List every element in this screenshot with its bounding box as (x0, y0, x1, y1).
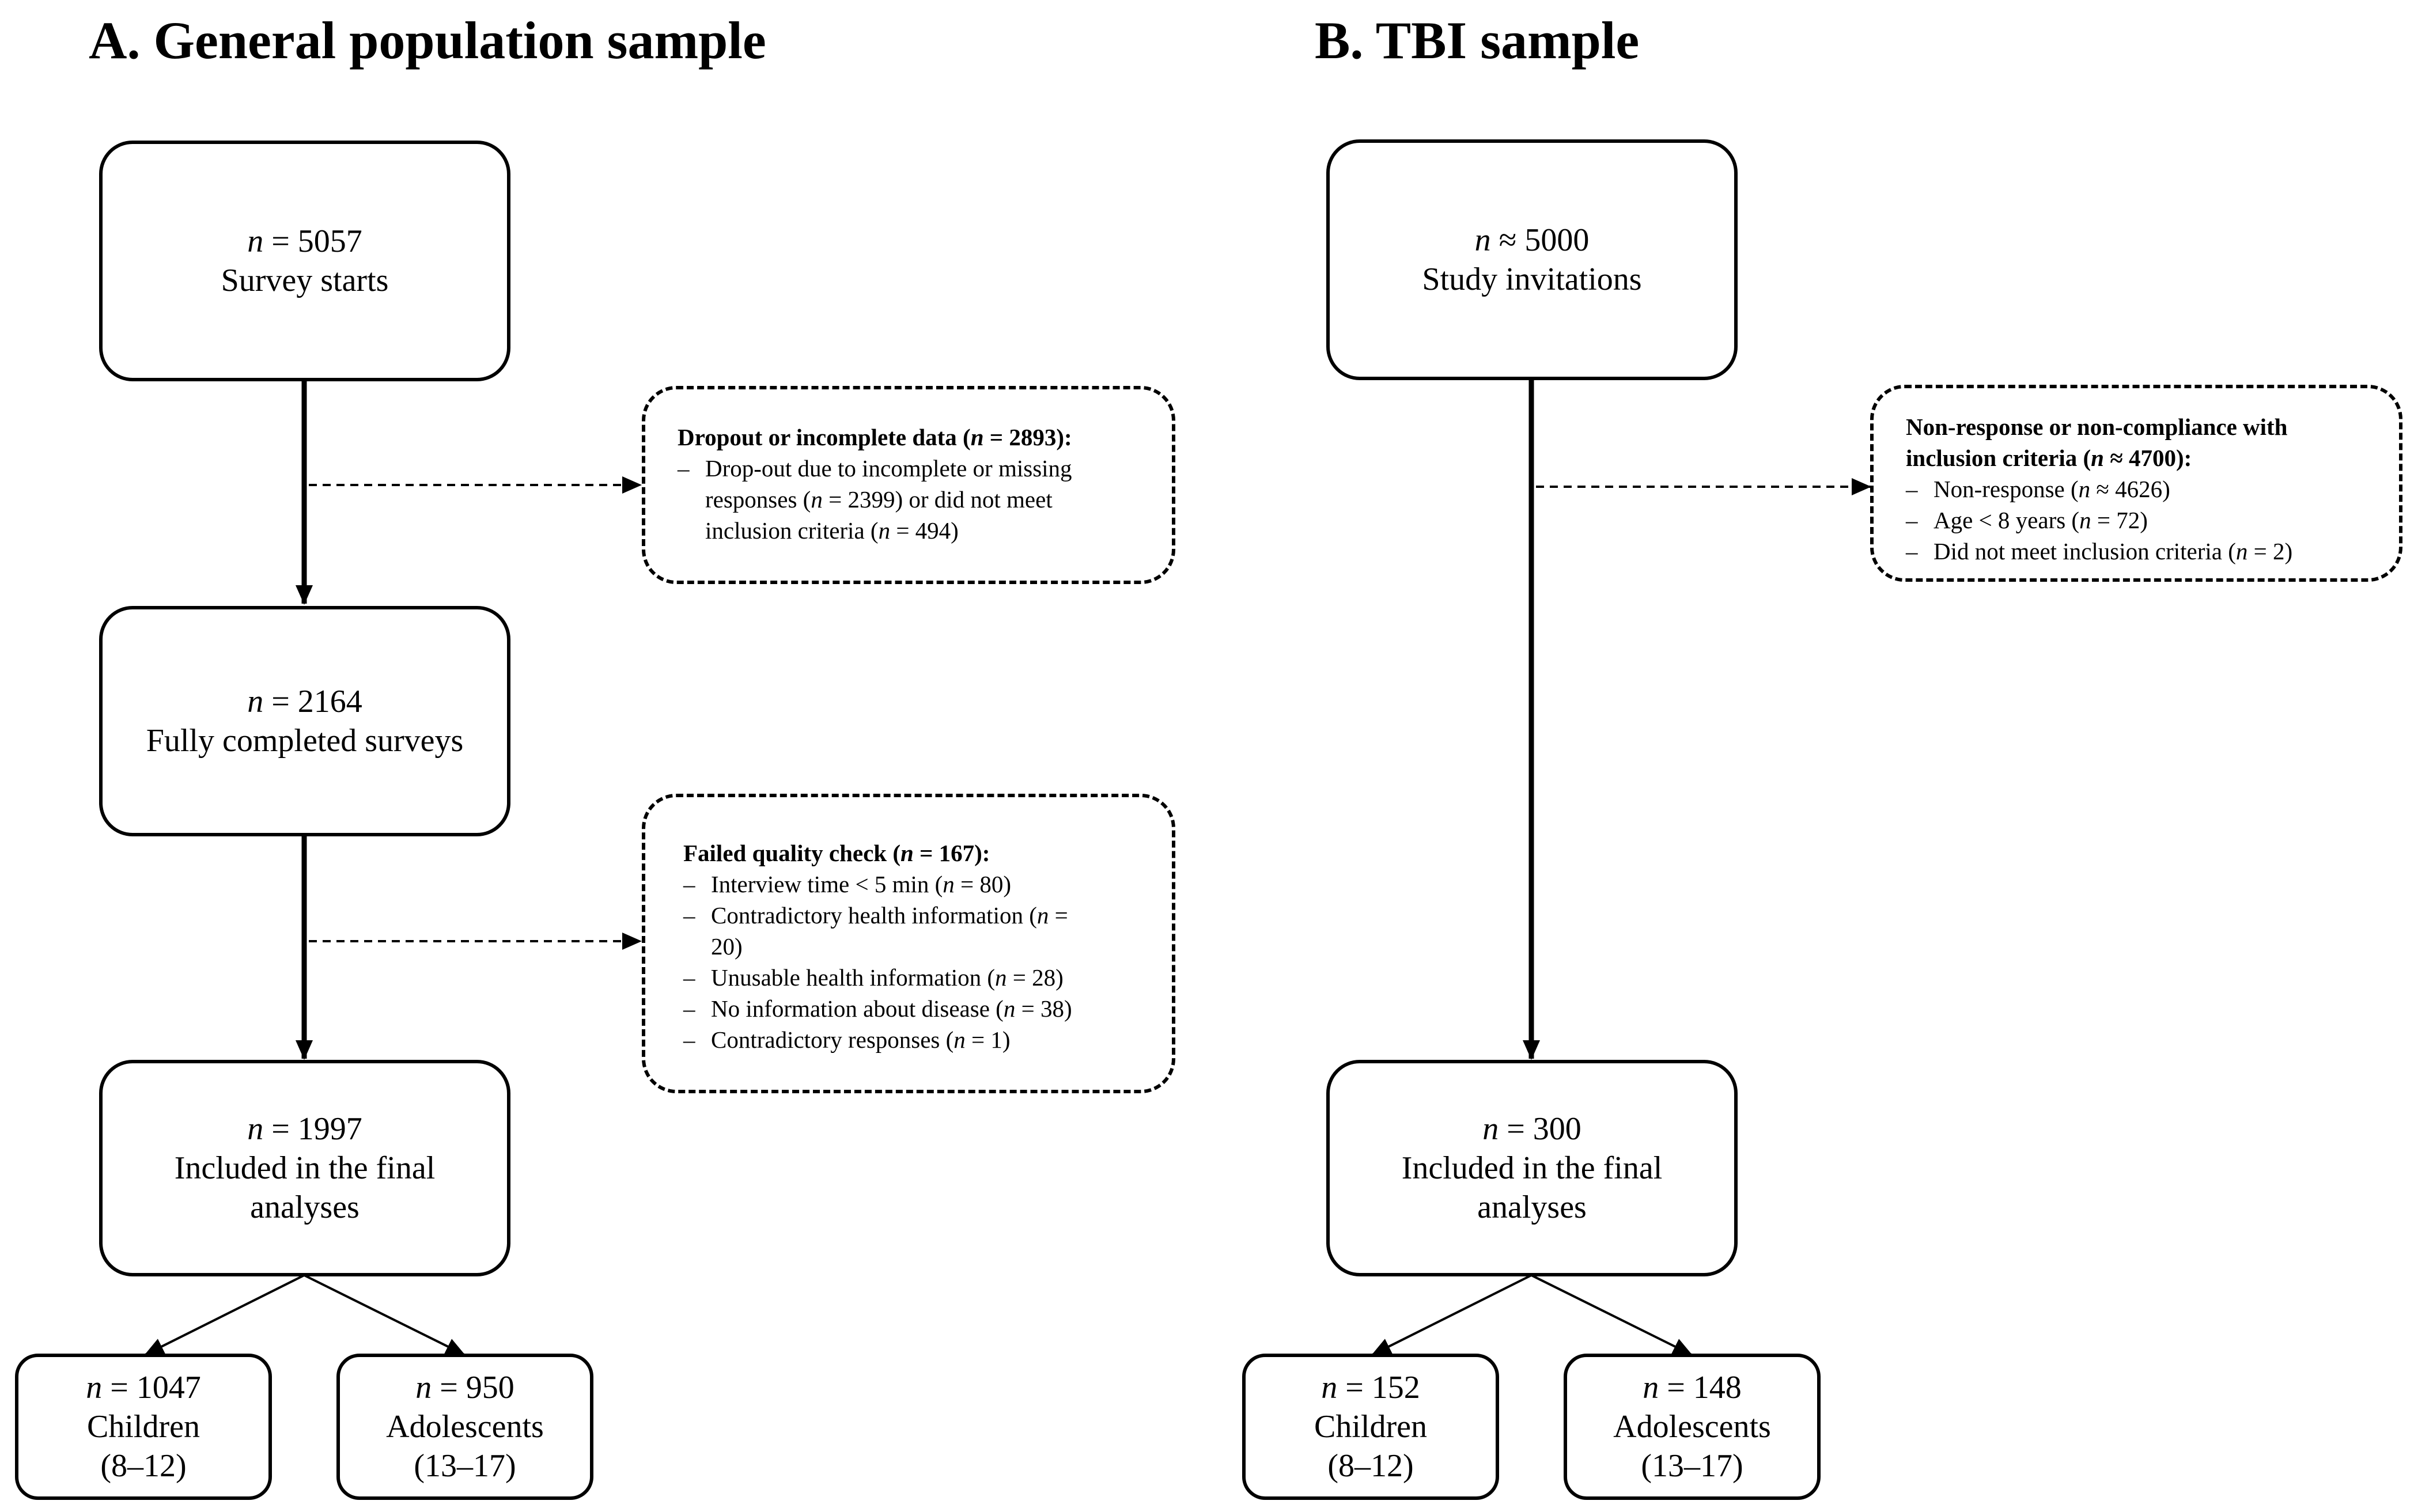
quality-title: Failed quality check (n = 167): (683, 840, 990, 866)
nonresponse-item-1: –Non-response (n ≈ 4626) (1906, 476, 2170, 502)
arrow-final-to-children-b (1371, 1274, 1532, 1356)
invitations-label: Study invitations (1422, 262, 1642, 297)
quality-check-note: Failed quality check (n = 167): –Intervi… (642, 794, 1175, 1093)
children-box-b: n = 152 Children (8–12) (1242, 1354, 1499, 1500)
adolescents-b-count: n = 148 (1643, 1370, 1742, 1405)
adolescents-label: Adolescents (386, 1409, 544, 1445)
arrow-final-to-children (144, 1274, 305, 1356)
quality-item-4: –No information about disease (n = 38) (683, 995, 1072, 1022)
arrow-final-to-adolescents-b (1531, 1274, 1693, 1356)
adolescents-count: n = 950 (415, 1370, 514, 1405)
completed-count: n = 2164 (247, 684, 362, 719)
quality-item-3: –Unusable health information (n = 28) (683, 964, 1064, 991)
dropout-item: – Drop-out due to incomplete or missing … (678, 455, 1072, 544)
final-label-line1: Included in the final (174, 1150, 436, 1186)
final-count: n = 1997 (247, 1111, 362, 1147)
children-ages: (8–12) (100, 1448, 187, 1484)
adolescents-ages: (13–17) (414, 1448, 516, 1484)
completed-surveys-box: n = 2164 Fully completed surveys (99, 606, 510, 836)
children-b-label: Children (1314, 1409, 1427, 1445)
study-invitations-box: n ≈ 5000 Study invitations (1326, 139, 1738, 380)
children-b-count: n = 152 (1321, 1370, 1420, 1405)
children-count: n = 1047 (86, 1370, 201, 1405)
dropout-note: Dropout or incomplete data (n = 2893): –… (642, 386, 1175, 584)
invitations-count: n ≈ 5000 (1474, 222, 1590, 258)
completed-label: Fully completed surveys (146, 723, 464, 759)
adolescents-box-b: n = 148 Adolescents (13–17) (1564, 1354, 1821, 1500)
children-label: Children (87, 1409, 200, 1445)
final-b-label-line1: Included in the final (1401, 1150, 1663, 1186)
adolescents-box: n = 950 Adolescents (13–17) (336, 1354, 593, 1500)
quality-item-1: –Interview time < 5 min (n = 80) (683, 871, 1012, 897)
nonresponse-item-3: –Did not meet inclusion criteria (n = 2) (1906, 538, 2293, 564)
final-analyses-box-b: n = 300 Included in the final analyses (1326, 1060, 1738, 1276)
nonresponse-item-2: –Age < 8 years (n = 72) (1906, 507, 2148, 533)
survey-starts-label: Survey starts (221, 263, 389, 298)
children-box: n = 1047 Children (8–12) (15, 1354, 272, 1500)
final-b-label-line2: analyses (1477, 1189, 1587, 1225)
quality-item-5: –Contradictory responses (n = 1) (683, 1026, 1011, 1053)
adolescents-b-ages: (13–17) (1641, 1448, 1743, 1484)
panel-b-heading: B. TBI sample (1315, 11, 1640, 70)
survey-starts-box: n = 5057 Survey starts (99, 141, 510, 381)
final-count-b: n = 300 (1482, 1111, 1581, 1147)
final-label-line2: analyses (250, 1189, 360, 1225)
arrow-final-to-adolescents (304, 1274, 466, 1356)
quality-item-2: –Contradictory health information (n =20… (683, 902, 1068, 960)
nonresponse-note: Non-response or non-compliance with incl… (1870, 385, 2402, 582)
dropout-title: Dropout or incomplete data (n = 2893): (678, 424, 1072, 450)
children-b-ages: (8–12) (1327, 1448, 1414, 1484)
adolescents-b-label: Adolescents (1613, 1409, 1771, 1445)
final-analyses-box: n = 1997 Included in the final analyses (99, 1060, 510, 1276)
survey-starts-count: n = 5057 (247, 223, 362, 259)
panel-a-heading: A. General population sample (89, 11, 766, 70)
nonresponse-title: Non-response or non-compliance with incl… (1906, 414, 2288, 471)
